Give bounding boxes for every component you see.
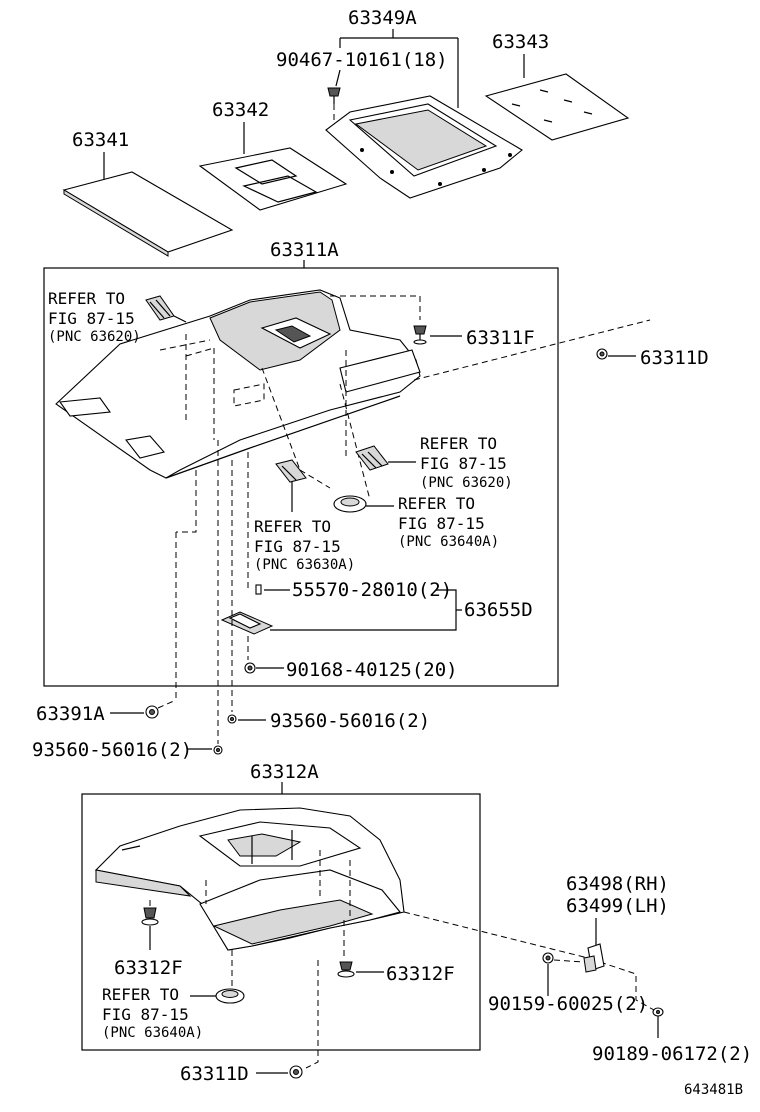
clip-63311D-top-icon (596, 348, 608, 360)
label-63311F: 63311F (466, 327, 535, 349)
floor-panel-63311A (55, 289, 421, 479)
label-90168-40125: 90168-40125(20) (286, 659, 458, 681)
svg-text:(PNC 63620): (PNC 63620) (48, 329, 141, 345)
clip-63620-right-icon (355, 445, 389, 471)
label-93560-56016-a: 93560-56016(2) (270, 710, 430, 732)
clip-63620-left-icon (145, 295, 175, 321)
svg-text:(PNC 63640A): (PNC 63640A) (398, 534, 499, 550)
svg-text:REFER TO: REFER TO (102, 985, 179, 1004)
label-63343: 63343 (492, 31, 549, 53)
dash-lines-a (159, 334, 215, 440)
label-63499-lh: 63499(LH) (566, 895, 669, 917)
dash-rear-inner (205, 850, 351, 920)
clip-63312F-left-icon (141, 907, 159, 926)
label-63342: 63342 (212, 99, 269, 121)
pin-55570-icon (255, 584, 262, 595)
bracket-63498-icon (583, 943, 605, 973)
refer-note-4: REFER TO FIG 87-15 (PNC 63630A) (254, 517, 355, 573)
label-90159-60025: 90159-60025(2) (488, 993, 648, 1015)
svg-text:REFER TO: REFER TO (398, 494, 475, 513)
clip-63311D-bottom-icon (289, 1065, 303, 1079)
clip-63630A-icon (275, 459, 307, 483)
bracket-63349A (339, 29, 459, 108)
mat-63342 (198, 147, 348, 211)
mat-63343 (484, 73, 630, 141)
label-63312F-right: 63312F (386, 963, 455, 985)
dash-rect-a (233, 383, 265, 407)
rear-panel-63312A (94, 807, 405, 951)
label-90467-10161: 90467-10161(18) (276, 49, 448, 71)
label-55570-28010: 55570-28010(2) (292, 579, 452, 601)
tray-frame-63349A (325, 95, 523, 199)
clip-63311F-icon (413, 325, 427, 345)
svg-text:(PNC 63620): (PNC 63620) (420, 475, 513, 491)
screw-90168-icon (244, 662, 256, 674)
pad-63341 (62, 171, 234, 257)
refer-note-2: REFER TO FIG 87-15 (PNC 63620) (420, 434, 513, 491)
label-63498-rh: 63498(RH) (566, 873, 669, 895)
label-63311D-bottom: 63311D (180, 1063, 249, 1085)
screw-93560-a-icon (227, 714, 237, 724)
dash-to-63311D (413, 319, 651, 381)
grommet-63640A-icon (333, 495, 367, 513)
svg-text:(PNC 63630A): (PNC 63630A) (254, 557, 355, 573)
label-63312F-left: 63312F (114, 957, 183, 979)
dash-to-63391A (176, 470, 197, 533)
dash-90159-bracket (553, 959, 585, 963)
label-90189-06172: 90189-06172(2) (592, 1043, 752, 1065)
bracket-63655D (270, 589, 462, 631)
clip-90467-icon (327, 87, 341, 104)
label-63391A: 63391A (36, 703, 105, 725)
svg-text:FIG 87-15: FIG 87-15 (420, 454, 507, 473)
grommet-rear-63640A-icon (215, 988, 245, 1004)
dash-to-clip-mid (261, 367, 331, 489)
clip-63391A-icon (145, 705, 159, 719)
svg-text:FIG 87-15: FIG 87-15 (102, 1005, 189, 1024)
figure-id: 643481B (684, 1082, 743, 1098)
svg-text:REFER TO: REFER TO (254, 517, 331, 536)
label-93560-56016-b: 93560-56016(2) (32, 739, 192, 761)
box-63311A (43, 267, 559, 687)
leader-clip-left (173, 315, 187, 323)
dash-to-90189 (599, 961, 655, 1011)
svg-text:REFER TO: REFER TO (48, 289, 125, 308)
clip-63312F-right-icon (337, 961, 355, 978)
svg-text:FIG 87-15: FIG 87-15 (48, 309, 135, 328)
dash-to-63311F (330, 295, 421, 320)
label-63312A: 63312A (250, 761, 319, 783)
refer-note-3: REFER TO FIG 87-15 (PNC 63640A) (398, 494, 499, 550)
label-63311A: 63311A (270, 239, 339, 261)
label-63311D-top: 63311D (640, 347, 709, 369)
cover-63655D-icon (220, 611, 274, 635)
svg-text:FIG 87-15: FIG 87-15 (398, 514, 485, 533)
label-63655D: 63655D (464, 599, 533, 621)
dash-63391A-link (157, 699, 177, 709)
refer-note-1: REFER TO FIG 87-15 (PNC 63620) (48, 289, 141, 345)
clip-90189-icon (652, 1007, 664, 1017)
refer-note-5: REFER TO FIG 87-15 (PNC 63640A) (102, 985, 203, 1041)
dash-to-bracket (403, 911, 589, 959)
svg-text:REFER TO: REFER TO (420, 434, 497, 453)
label-63341: 63341 (72, 129, 129, 151)
screw-90159-icon (542, 952, 554, 964)
dash-to-63311D-bottom (305, 960, 319, 1069)
screw-93560-b-icon (213, 745, 223, 755)
leader-90467 (335, 69, 341, 87)
box-63312A (81, 793, 481, 1051)
svg-text:(PNC 63640A): (PNC 63640A) (102, 1025, 203, 1041)
label-63349A: 63349A (348, 7, 417, 29)
svg-text:FIG 87-15: FIG 87-15 (254, 537, 341, 556)
